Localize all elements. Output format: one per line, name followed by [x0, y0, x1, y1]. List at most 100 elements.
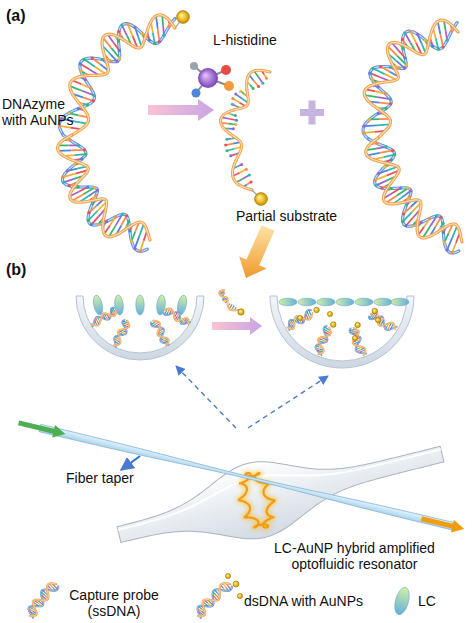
base-knob: [442, 231, 445, 234]
base-knob: [245, 168, 248, 171]
base-knob: [384, 165, 387, 168]
base-pair: [156, 16, 158, 29]
liquid-crystal: [136, 295, 144, 315]
liquid-crystal: [391, 298, 409, 306]
base-knob: [83, 148, 86, 151]
base-pair: [167, 312, 169, 315]
base-pair: [140, 241, 143, 251]
base-pair: [402, 191, 411, 198]
dna-strand: [114, 321, 130, 346]
base-pair: [124, 331, 127, 332]
dna-strand: [318, 328, 331, 355]
base-pair: [436, 38, 439, 49]
base-knob: [376, 112, 379, 115]
dna-strand-highlight: [364, 20, 458, 138]
base-pair: [386, 326, 388, 329]
base-knob: [390, 158, 393, 161]
base-knob: [424, 39, 427, 42]
base-knob: [368, 118, 371, 121]
base-knob: [265, 77, 268, 80]
base-knob: [66, 169, 69, 172]
base-pair: [181, 321, 183, 324]
base-knob: [389, 102, 392, 105]
base-pair: [222, 292, 225, 294]
dna-strand-highlight: [70, 15, 175, 135]
base-pair: [96, 318, 98, 321]
base-pair: [52, 587, 55, 590]
dna-strand-highlight: [363, 23, 457, 140]
base-knob: [73, 163, 76, 166]
base-pair: [111, 311, 113, 313]
dna-strand: [219, 290, 238, 310]
dna-strand-highlight: [221, 70, 270, 190]
base-pair: [376, 181, 386, 186]
base-knob: [229, 154, 232, 157]
dnazyme-helix: [362, 20, 462, 254]
dsdna-with-aunp: [287, 307, 319, 330]
liquid-crystal: [156, 295, 166, 316]
base-knob: [117, 30, 120, 33]
base-knob: [405, 203, 408, 206]
base-knob: [384, 107, 387, 110]
dna-strand-highlight: [318, 328, 331, 355]
base-knob: [377, 85, 380, 88]
base-pair: [161, 329, 164, 331]
base-pair: [115, 341, 117, 343]
dna-strand: [363, 23, 457, 140]
gold-nanoparticle: [327, 311, 332, 316]
gold-nanoparticle: [355, 322, 361, 328]
base-knob: [133, 26, 136, 29]
base-pair: [350, 331, 354, 333]
base-knob: [443, 241, 446, 244]
base-pair: [373, 316, 375, 319]
base-pair: [360, 351, 363, 353]
base-knob: [446, 248, 449, 251]
base-knob: [118, 49, 121, 52]
base-knob: [117, 39, 120, 42]
base-knob: [377, 172, 380, 175]
base-pair: [233, 306, 234, 308]
base-pair: [231, 304, 232, 306]
base-pair: [161, 331, 164, 333]
liquid-crystal: [374, 298, 392, 306]
resonator-wall: [270, 296, 414, 368]
base-knob: [248, 173, 251, 176]
base-pair: [128, 24, 133, 36]
gold-nanoparticle: [375, 317, 380, 322]
gold-nanoparticle: [372, 308, 378, 314]
part-label: Fiber taper: [66, 470, 134, 486]
base-knob: [224, 144, 227, 147]
base-knob: [162, 34, 165, 37]
base-knob: [450, 29, 453, 32]
base-pair: [151, 323, 154, 325]
base-knob: [373, 179, 376, 182]
dna-strand: [371, 313, 396, 330]
base-pair: [324, 327, 327, 329]
base-pair: [218, 589, 219, 590]
base-pair: [29, 607, 32, 609]
dna-strand-highlight: [287, 313, 312, 329]
gold-nanoparticle: [314, 307, 320, 313]
base-pair: [350, 329, 353, 331]
base-knob: [125, 214, 128, 217]
dna-strand: [364, 20, 458, 138]
base-knob: [139, 250, 142, 253]
base-knob: [89, 87, 92, 90]
base-knob: [126, 22, 129, 25]
base-knob: [87, 219, 90, 222]
base-knob: [101, 58, 104, 61]
l-histidine-molecule: [190, 62, 234, 98]
base-knob: [390, 187, 393, 190]
dna-strand-highlight: [153, 321, 169, 346]
base-knob: [389, 97, 392, 100]
base-pair: [63, 174, 76, 177]
base-knob: [93, 186, 96, 189]
dna-strand-highlight: [30, 583, 56, 616]
base-pair: [309, 310, 311, 313]
base-pair: [222, 299, 224, 300]
gold-nanoparticle: [238, 309, 244, 315]
base-knob: [153, 42, 156, 45]
base-pair: [199, 607, 202, 609]
dsdna-with-aunp: [369, 308, 397, 330]
base-knob: [133, 247, 136, 250]
